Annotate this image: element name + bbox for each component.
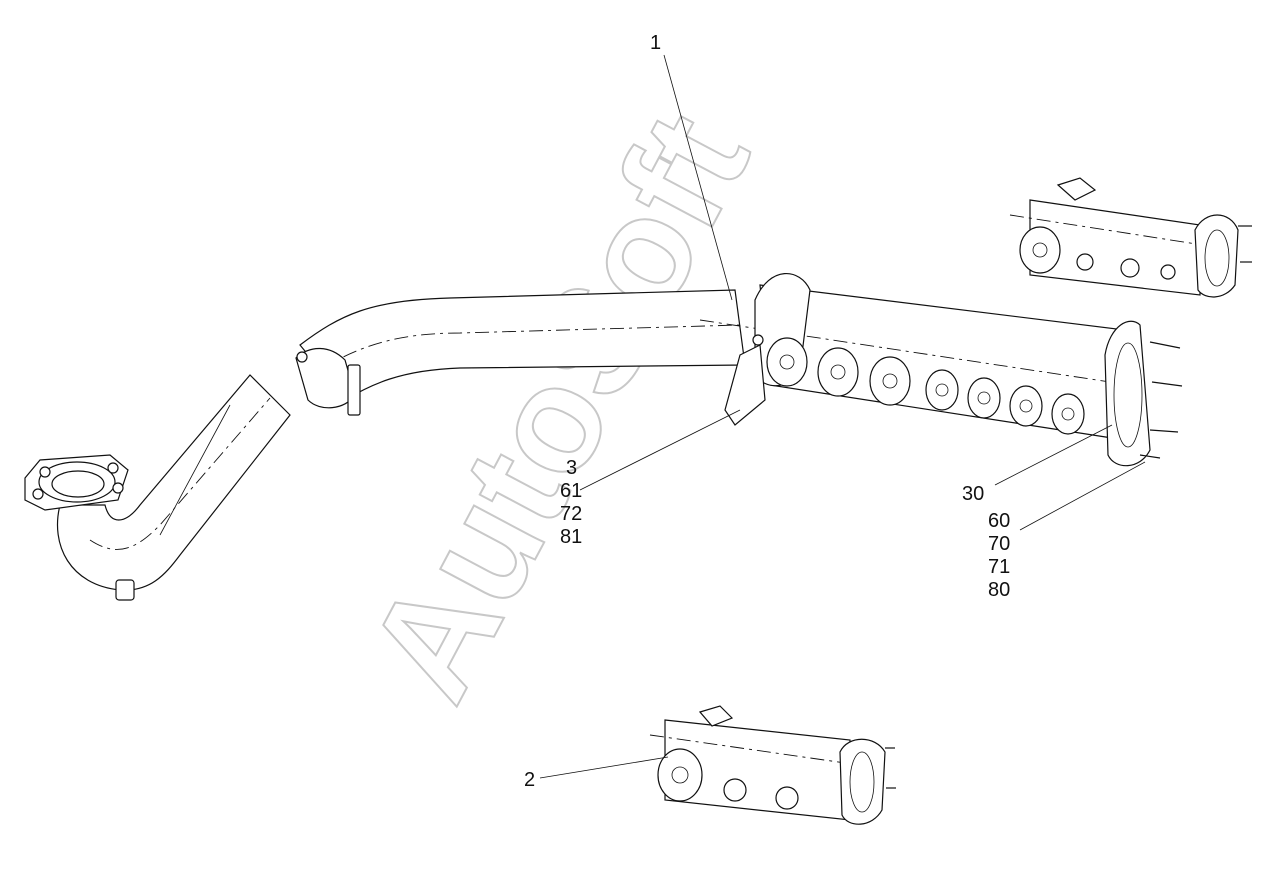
callout-71: 71 [988,556,1010,578]
callout-3: 3 [566,457,577,479]
callout-61: 61 [560,480,582,502]
callout-72: 72 [560,503,582,525]
exhaust-pipe [56,289,746,601]
callout-1: 1 [650,32,661,54]
main-manifold [699,273,1183,467]
flange-studs [1139,341,1183,459]
callout-70: 70 [988,533,1010,555]
leader-lines [539,54,1146,779]
callout-labels: 1 2 3 61 72 81 30 60 70 71 80 [524,32,1010,791]
lower-manifold [649,705,896,825]
watermark: AutoSoft [335,87,781,725]
inlet-flange [24,454,129,511]
manifold-ports [766,337,1085,435]
callout-30: 30 [962,483,984,505]
callout-81: 81 [560,526,582,548]
callout-60: 60 [988,510,1010,532]
upper-manifold [1009,177,1252,298]
callout-80: 80 [988,579,1010,601]
callout-2: 2 [524,769,535,791]
